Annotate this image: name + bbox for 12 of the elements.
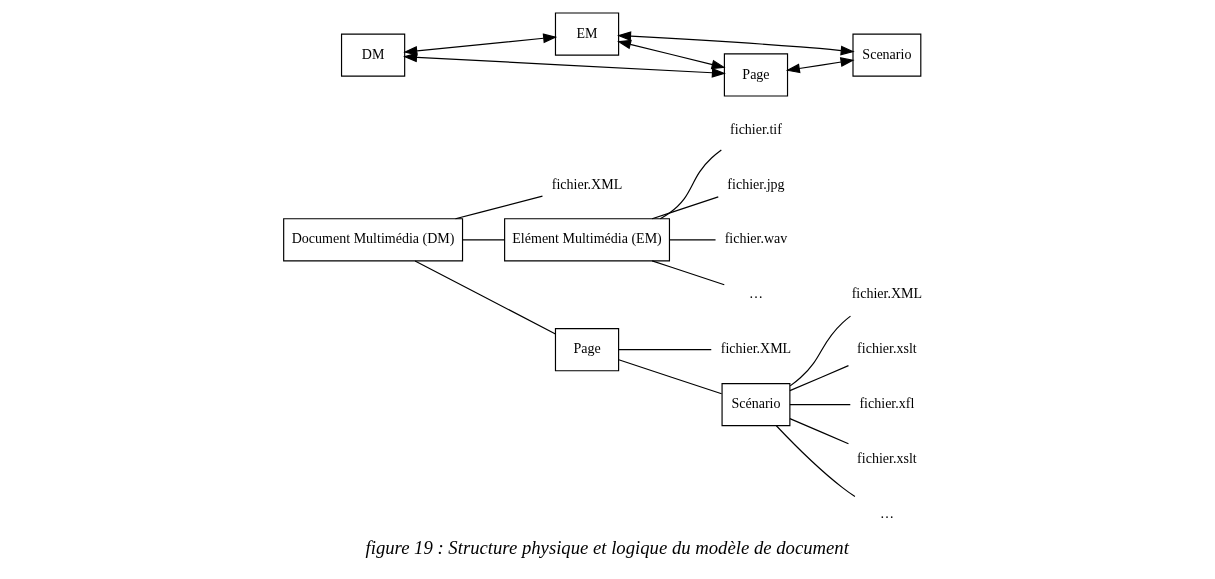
node-text: … xyxy=(879,506,894,522)
node-text: fichier.xslt xyxy=(857,451,917,467)
node-text: fichier.jpg xyxy=(727,176,785,192)
node-text: … xyxy=(748,286,763,302)
node-text: fichier.xfl xyxy=(859,396,915,412)
node-text: fichier.xslt xyxy=(857,341,917,357)
node-text: fichier.XML xyxy=(851,286,923,302)
caption: figure 19 : Structure physique et logique du modèle de document xyxy=(365,537,849,559)
node-text: fichier.tif xyxy=(730,121,782,137)
node-text: fichier.wav xyxy=(724,231,788,247)
node-text: fichier.XML xyxy=(551,176,623,192)
node-text: fichier.XML xyxy=(720,341,792,357)
